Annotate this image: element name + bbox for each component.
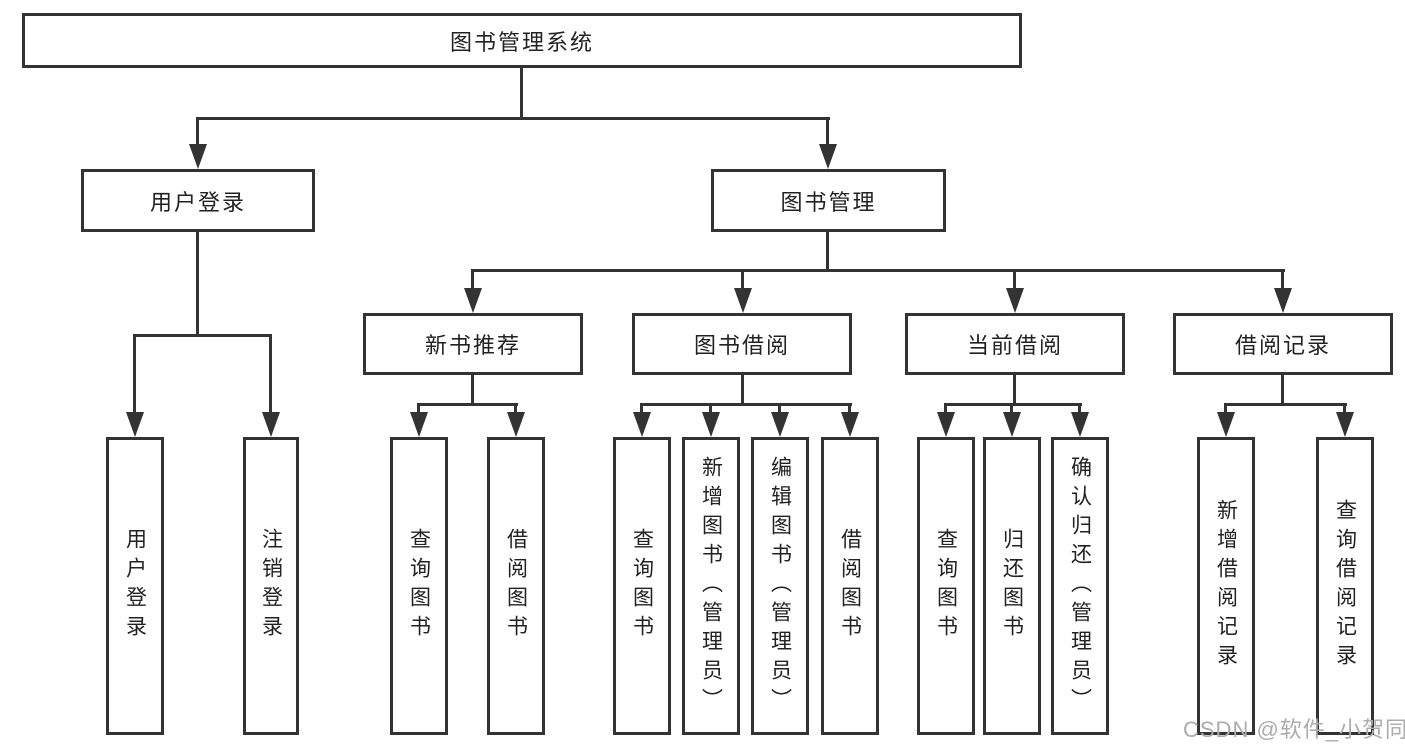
connector-rail-user-login [133, 334, 272, 337]
leaf-add-book-admin: 新增图书（管理员） [682, 437, 740, 735]
leaf-return-books-label: 归还图书 [1000, 528, 1024, 644]
arrowhead-edit-book [771, 412, 789, 437]
leaf-borrowing-query-books-label: 查询图书 [630, 528, 654, 644]
connector-rail-records [1224, 403, 1347, 406]
arrowhead-book-borrowing [734, 288, 752, 313]
connector-drop-query-record [1343, 403, 1346, 415]
node-book-management-label: 图书管理 [780, 189, 877, 215]
arrowhead-query-record [1336, 412, 1354, 437]
connector-drop-leaf-user-login [133, 334, 136, 415]
leaf-borrowing-borrow-books: 借阅图书 [821, 437, 879, 735]
connector-rail-recommend [417, 403, 518, 406]
leaf-borrowing-query-books: 查询图书 [613, 437, 671, 735]
arrowhead-current-borrowing [1006, 288, 1024, 313]
leaf-add-borrow-record-label: 新增借阅记录 [1214, 499, 1238, 673]
arrowhead-current-query [937, 412, 955, 437]
leaf-current-query-books-label: 查询图书 [934, 528, 958, 644]
leaf-return-books: 归还图书 [983, 437, 1041, 735]
leaf-query-borrow-record: 查询借阅记录 [1316, 437, 1374, 735]
node-current-borrowing-label: 当前借阅 [966, 333, 1063, 358]
arrowhead-recommend-query [410, 412, 428, 437]
leaf-edit-book-admin: 编辑图书（管理员） [751, 437, 809, 735]
connector-drop-book-management [826, 117, 829, 147]
arrowhead-borrowing-query [633, 412, 651, 437]
connector-group-drop-records [1281, 375, 1284, 406]
connector-drop-current-query [944, 403, 947, 415]
leaf-add-book-admin-label: 新增图书（管理员） [699, 455, 723, 717]
leaf-recommend-query-books: 查询图书 [390, 437, 448, 735]
leaf-logout: 注销登录 [243, 437, 299, 735]
connector-group-drop-recommend [471, 375, 474, 406]
connector-group-drop-borrowing [741, 375, 744, 406]
leaf-add-borrow-record: 新增借阅记录 [1197, 437, 1255, 735]
connector-drop-borrowing-borrow [848, 403, 851, 415]
connector-drop-user-login [196, 117, 199, 147]
connector-drop-add-record [1224, 403, 1227, 415]
arrowhead-recommend-borrow [507, 412, 525, 437]
leaf-recommend-query-books-label: 查询图书 [407, 528, 431, 644]
connector-drop-borrow-records [1281, 269, 1284, 290]
arrowhead-add-record [1217, 412, 1235, 437]
leaf-current-query-books: 查询图书 [917, 437, 975, 735]
node-book-management: 图书管理 [711, 169, 946, 232]
node-book-borrowing: 图书借阅 [632, 313, 852, 375]
connector-drop-confirm-return [1078, 403, 1081, 415]
node-book-borrowing-label: 图书借阅 [693, 333, 790, 358]
connector-rail-current [944, 403, 1082, 406]
node-new-book-recommend-label: 新书推荐 [424, 333, 521, 358]
node-user-login-label: 用户登录 [149, 189, 246, 215]
arrowhead-confirm-return [1071, 412, 1089, 437]
leaf-recommend-borrow-books: 借阅图书 [487, 437, 545, 735]
leaf-borrowing-borrow-books-label: 借阅图书 [838, 528, 862, 644]
leaf-query-borrow-record-label: 查询借阅记录 [1333, 499, 1357, 673]
arrowhead-add-book [702, 412, 720, 437]
arrowhead-borrowing-borrow [841, 412, 859, 437]
connector-drop-book-borrowing [741, 269, 744, 290]
connector-drop-borrowing-query [640, 403, 643, 415]
node-root-label: 图书管理系统 [449, 29, 594, 55]
arrowhead-borrow-records [1274, 288, 1292, 313]
arrowhead-leaf-logout [262, 412, 280, 437]
node-new-book-recommend: 新书推荐 [363, 313, 583, 375]
connector-drop-leaf-logout [269, 334, 272, 415]
leaf-confirm-return-admin: 确认归还（管理员） [1051, 437, 1109, 735]
leaf-recommend-borrow-books-label: 借阅图书 [504, 528, 528, 644]
arrowhead-user-login [189, 144, 207, 169]
connector-drop-new-book-recommend [471, 269, 474, 290]
connector-rail-borrowing [640, 403, 852, 406]
connector-book-management-drop [826, 232, 829, 271]
connector-root-drop [520, 68, 523, 120]
arrowhead-leaf-user-login [126, 412, 144, 437]
node-current-borrowing: 当前借阅 [905, 313, 1125, 375]
connector-drop-current-borrowing [1013, 269, 1016, 290]
connector-drop-edit-book [778, 403, 781, 415]
connector-drop-return-books [1010, 403, 1013, 415]
connector-group-drop-current [1013, 375, 1016, 406]
node-root-system: 图书管理系统 [22, 13, 1022, 68]
connector-drop-add-book [709, 403, 712, 415]
arrowhead-new-book-recommend [464, 288, 482, 313]
connector-rail-level3 [471, 269, 1285, 272]
connector-drop-recommend-borrow [514, 403, 517, 415]
connector-user-login-drop [196, 232, 199, 336]
csdn-watermark: CSDN @软件_小贺同学 [1183, 717, 1405, 742]
leaf-confirm-return-admin-label: 确认归还（管理员） [1068, 455, 1092, 717]
leaf-user-login: 用户登录 [106, 437, 164, 735]
connector-drop-recommend-query [417, 403, 420, 415]
arrowhead-book-management [819, 144, 837, 169]
leaf-logout-label: 注销登录 [259, 528, 283, 644]
node-borrow-records: 借阅记录 [1173, 313, 1393, 375]
arrowhead-return-books [1003, 412, 1021, 437]
leaf-user-login-label: 用户登录 [123, 528, 147, 644]
leaf-edit-book-admin-label: 编辑图书（管理员） [768, 455, 792, 717]
node-user-login: 用户登录 [81, 169, 315, 232]
node-borrow-records-label: 借阅记录 [1234, 333, 1331, 358]
connector-rail-level2 [196, 117, 830, 120]
